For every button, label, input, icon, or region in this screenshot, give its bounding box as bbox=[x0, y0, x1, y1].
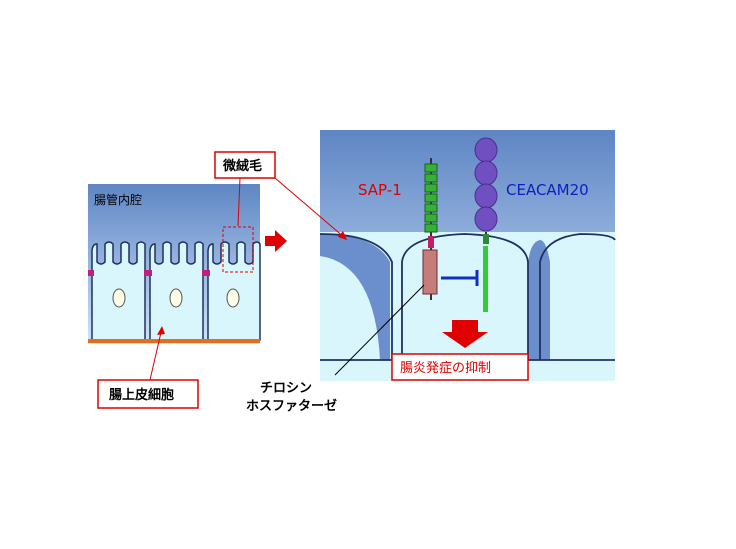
sap1-domains bbox=[424, 163, 438, 233]
microvilli-label: 微絨毛 bbox=[222, 158, 262, 174]
lumen-label: 腸管内腔 bbox=[94, 192, 142, 207]
nucleus bbox=[112, 288, 126, 308]
nucleus bbox=[226, 288, 240, 308]
microvilli-pointer bbox=[237, 177, 241, 227]
epithelial-cell-callout: 腸上皮細胞 bbox=[97, 379, 199, 409]
ceacam20-transmembrane bbox=[483, 234, 489, 244]
cell-junctions bbox=[88, 270, 210, 276]
ceacam20-tail bbox=[483, 246, 488, 312]
phosphatase-pointer bbox=[334, 284, 425, 376]
sap1-molecule bbox=[422, 158, 438, 300]
epithelial-cell-pointer bbox=[149, 327, 163, 381]
basement-membrane bbox=[88, 339, 260, 343]
lumen-pocket bbox=[320, 234, 390, 360]
nucleus bbox=[169, 288, 183, 308]
lumen-pocket bbox=[528, 240, 550, 360]
microvilli-callout: 微絨毛 bbox=[214, 151, 276, 179]
phosphatase-label-line2: ホスファターゼ bbox=[246, 398, 337, 414]
phosphatase-label-line1: チロシン bbox=[260, 381, 312, 396]
result-label: 腸炎発症の抑制 bbox=[400, 361, 491, 376]
ceacam20-domains bbox=[474, 137, 498, 232]
left-panel: 腸管内腔 bbox=[88, 184, 261, 344]
ceacam20-label: CEACAM20 bbox=[506, 181, 589, 199]
result-box bbox=[391, 353, 529, 381]
zoom-connector bbox=[274, 177, 346, 239]
transmembrane-segment bbox=[428, 236, 434, 248]
down-arrow-icon bbox=[442, 320, 488, 348]
right-panel: SAP-1 CEACAM20 腸炎発症の抑制 bbox=[319, 130, 616, 381]
epithelial-cell-label: 腸上皮細胞 bbox=[109, 387, 174, 403]
microvilli-highlight-box bbox=[222, 226, 254, 273]
ceacam20-molecule bbox=[474, 137, 498, 312]
inhibition-bar-icon bbox=[441, 270, 479, 286]
right-arrow-icon bbox=[265, 230, 287, 252]
lumen-pocket bbox=[550, 234, 615, 360]
epithelial-pointer-head bbox=[157, 326, 165, 335]
zoom-connector-head bbox=[338, 231, 347, 240]
sap1-label: SAP-1 bbox=[358, 181, 402, 199]
phosphatase-domain bbox=[422, 249, 438, 295]
microvilli-outlines bbox=[319, 233, 616, 361]
nuclei bbox=[112, 288, 240, 308]
